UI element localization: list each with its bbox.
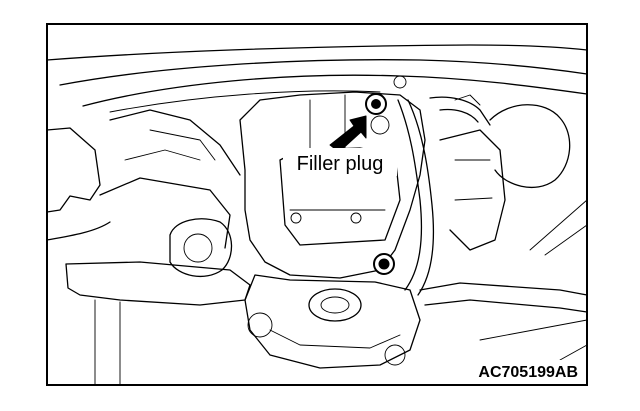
- figure-code-bg: [456, 360, 584, 382]
- figure-code: AC705199AB: [478, 364, 578, 381]
- filler-plug-icon: [365, 93, 387, 115]
- callout-label: Filler plug: [297, 153, 384, 175]
- drain-plug-icon: [373, 253, 395, 275]
- callout-label-bg: [283, 148, 397, 176]
- figure-frame: [46, 23, 588, 386]
- underbody-structure: [46, 44, 588, 386]
